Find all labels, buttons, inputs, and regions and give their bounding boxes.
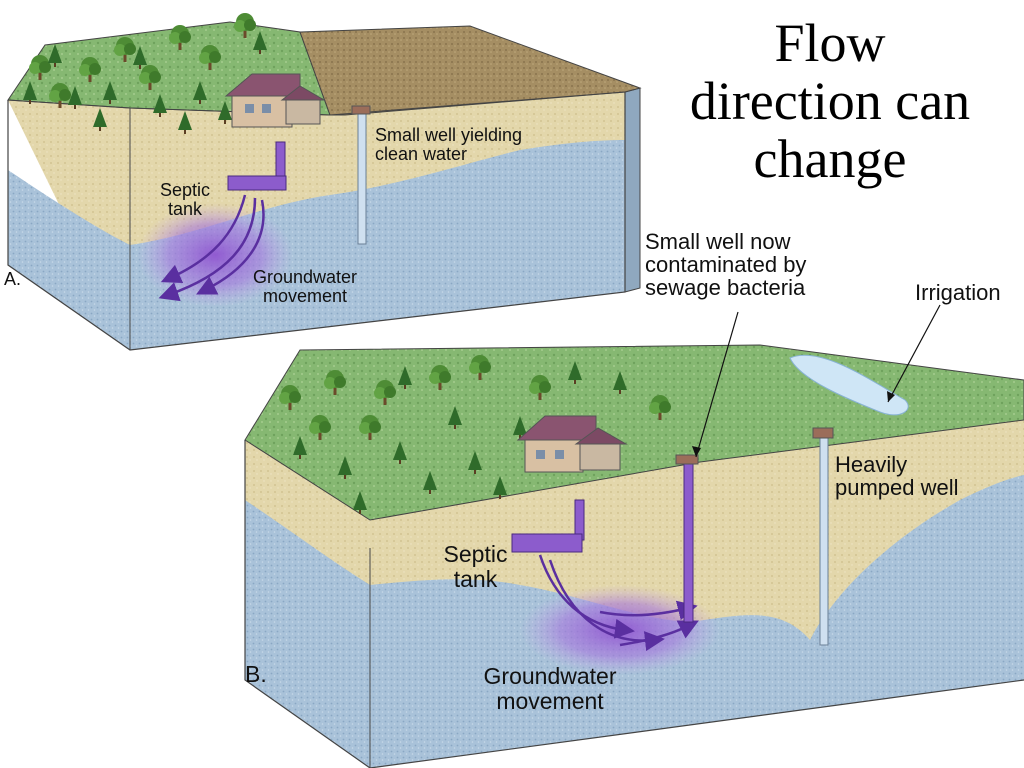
contaminated-well-pipe [683,461,694,623]
pumped-well-pipe [819,434,829,646]
groundwater-label-a-line-2: movement [262,286,348,306]
slide-title: Flow direction can change [640,14,1020,188]
clean-well-pipe [357,111,367,245]
pumped-label-line-1: Heavily [835,452,908,477]
pumped-well-label: Heavily pumped well [835,453,959,499]
septic-label-a-line-2: tank [167,199,203,219]
septic-tank-a [227,141,287,191]
septic-tank-label-b: Septic tank [428,542,523,592]
contaminated-label-line-3: sewage bacteria [645,275,806,300]
title-line-2: direction can [689,71,971,131]
septic-tank-label-a: Septic tank [150,181,220,219]
contaminated-leader-line [695,311,739,458]
panel-a-side-face [624,87,641,293]
panel-b-tag: B. [245,661,267,687]
contaminated-label-line-1: Small well now [645,229,791,254]
contaminated-well-label: Small well now contaminated by sewage ba… [645,230,806,299]
flow-arrows-b [538,554,699,652]
panel-b-block [244,304,1024,768]
groundwater-label-a-line-1: Groundwater [252,267,358,287]
title-line-1: Flow [774,13,886,73]
flow-arrows-a [158,194,265,302]
title-line-3: change [753,129,907,189]
contaminated-label-line-2: contaminated by [645,252,807,277]
septic-label-a-line-1: Septic [159,180,211,200]
groundwater-label-a: Groundwater movement [240,268,370,306]
irrigation-label: Irrigation [915,280,1001,305]
house-a [224,73,326,128]
septic-tank-b [511,499,585,553]
irrigation-field [789,354,909,416]
septic-label-b-line-1: Septic [443,541,508,567]
panel-a-tag: A. [4,269,22,289]
pumped-label-line-2: pumped well [835,475,959,500]
house-b [516,415,628,473]
groundwater-label-b: Groundwater movement [460,664,640,714]
clean-well-label-line-1: Small well yielding [375,125,523,145]
irrigation-leader-line [887,304,941,403]
panel-a-block [7,13,642,351]
clean-well-label-line-2: clean water [375,144,468,164]
groundwater-label-b-line-2: movement [496,688,604,714]
septic-label-b-line-2: tank [453,566,498,592]
groundwater-label-b-line-1: Groundwater [483,663,617,689]
clean-well-label: Small well yielding clean water [375,126,522,164]
